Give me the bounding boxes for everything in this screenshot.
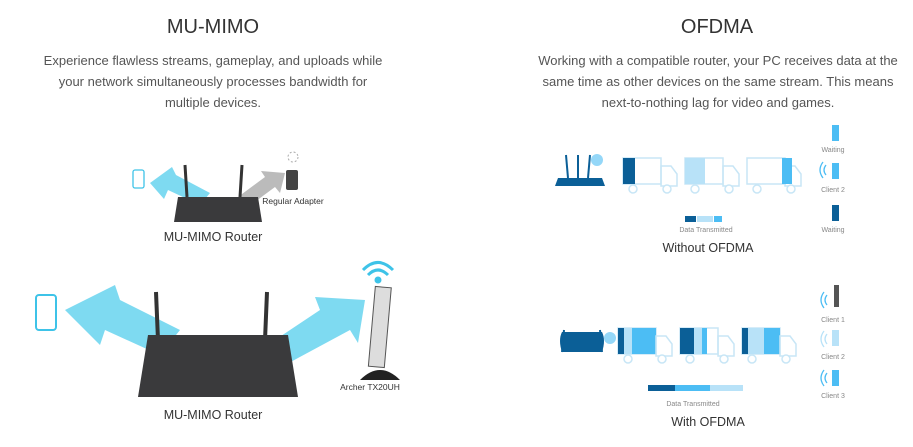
truck-icon	[622, 157, 678, 194]
router-icon	[138, 291, 298, 397]
client-device-icon	[832, 163, 839, 179]
mu-mimo-title: MU-MIMO	[166, 16, 260, 38]
ofdma-description: Working with a compatible router, your P…	[538, 53, 898, 110]
client-label: Waiting	[821, 147, 845, 154]
client-device-icon	[834, 285, 839, 307]
router-icon	[555, 154, 605, 186]
router-icon	[560, 329, 616, 353]
client-device-icon	[832, 330, 839, 346]
client-device-icon	[832, 125, 839, 141]
with-ofdma-caption: With OFDMA	[671, 415, 745, 429]
regular-adapter-label: Regular Adapter	[262, 196, 324, 206]
signal-waves-icon	[820, 291, 828, 309]
router-icon	[174, 164, 262, 222]
client-label: Client 2	[821, 187, 845, 194]
client-label: Client 1	[821, 317, 845, 324]
regular-adapter-icon	[286, 151, 299, 190]
signal-waves-icon	[820, 330, 828, 348]
client-label: Waiting	[821, 227, 845, 234]
truck-icon	[741, 327, 797, 364]
wifi-icon	[361, 261, 395, 284]
data-transmitted-label: Data Transmitted	[666, 401, 720, 408]
without-ofdma-diagram	[555, 125, 839, 222]
truck-icon	[684, 157, 740, 194]
arrow-left-icon	[150, 167, 210, 205]
truck-icon	[746, 157, 802, 194]
without-ofdma-caption: Without OFDMA	[662, 241, 754, 255]
data-transmitted-bar	[685, 216, 722, 222]
data-transmitted-bar	[648, 385, 743, 391]
data-transmitted-label: Data Transmitted	[679, 227, 733, 234]
bottom-router-label: MU-MIMO Router	[163, 408, 263, 422]
archer-adapter-icon	[360, 285, 400, 380]
client-device-icon	[832, 370, 839, 386]
signal-waves-icon	[819, 161, 827, 179]
with-ofdma-diagram	[560, 285, 839, 391]
ofdma-title: OFDMA	[680, 16, 754, 38]
signal-waves-icon	[820, 369, 828, 387]
truck-icon	[679, 327, 735, 364]
mu-mimo-description: Experience flawless streams, gameplay, a…	[43, 53, 383, 110]
truck-icon	[617, 327, 673, 364]
mu-mimo-small-diagram	[132, 151, 299, 222]
client-device-icon	[832, 205, 839, 221]
client-label: Client 2	[821, 354, 845, 361]
top-router-label: MU-MIMO Router	[163, 230, 263, 244]
phone-icon	[132, 169, 145, 189]
client-label: Client 3	[821, 393, 845, 400]
mu-mimo-large-diagram	[35, 261, 400, 397]
archer-label: Archer TX20UH	[340, 382, 400, 392]
phone-icon	[35, 294, 57, 331]
